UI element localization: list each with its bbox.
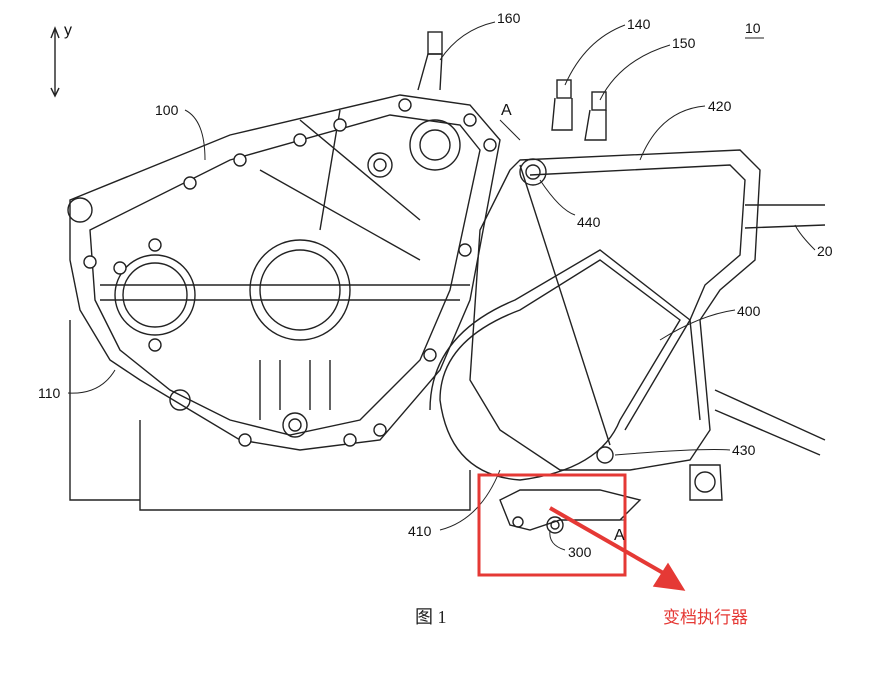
ref-150: 150	[672, 35, 696, 51]
figure-caption: 图 1	[415, 607, 447, 627]
ref-20: 20	[817, 243, 833, 259]
shift-actuator-annotation: 变档执行器	[663, 608, 748, 627]
crankcase	[67, 94, 501, 511]
y-axis-arrow	[50, 26, 60, 98]
ref-430: 430	[732, 442, 756, 458]
ref-a-bottom: A	[614, 527, 625, 544]
ref-10: 10	[745, 20, 761, 36]
ref-a-top: A	[501, 102, 512, 119]
ref-440: 440	[577, 214, 601, 230]
ref-140: 140	[627, 16, 651, 32]
ref-160: 160	[497, 10, 521, 26]
actuator-highlight	[477, 473, 686, 591]
ref-110: 110	[38, 385, 61, 401]
frame	[714, 204, 826, 456]
actuator-housing	[429, 149, 761, 534]
ref-410: 410	[408, 523, 432, 539]
bolts	[417, 31, 607, 141]
y-axis-label: y	[64, 22, 72, 39]
leader-lines	[67, 21, 816, 551]
ref-300: 300	[568, 544, 592, 560]
ref-420: 420	[708, 98, 732, 114]
ref-100: 100	[155, 102, 179, 118]
ref-400: 400	[737, 303, 761, 319]
